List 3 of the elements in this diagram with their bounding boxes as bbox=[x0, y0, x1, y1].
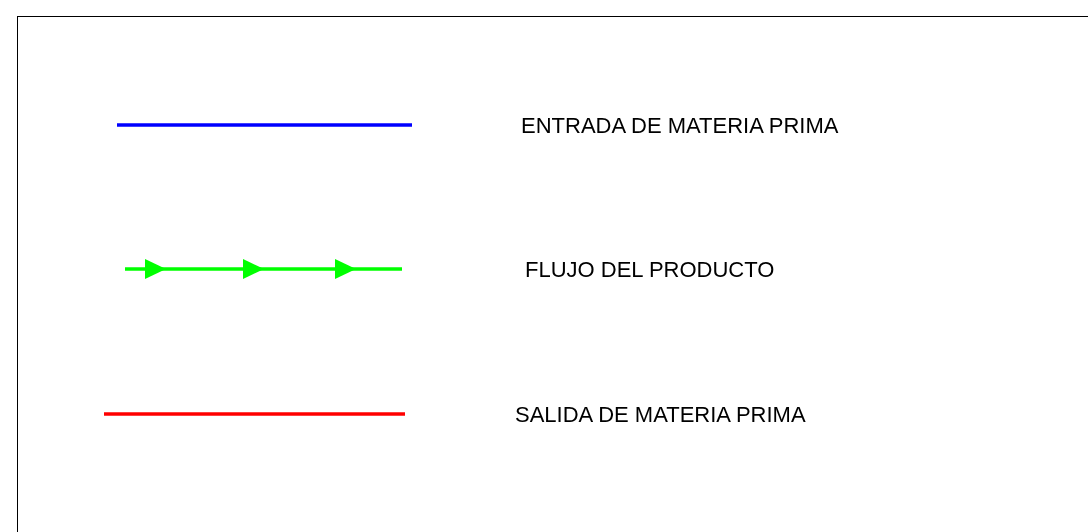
legend-text: FLUJO DEL PRODUCTO bbox=[525, 257, 775, 283]
legend-text: SALIDA DE MATERIA PRIMA bbox=[515, 402, 806, 428]
legend-text: ENTRADA DE MATERIA PRIMA bbox=[521, 113, 839, 139]
